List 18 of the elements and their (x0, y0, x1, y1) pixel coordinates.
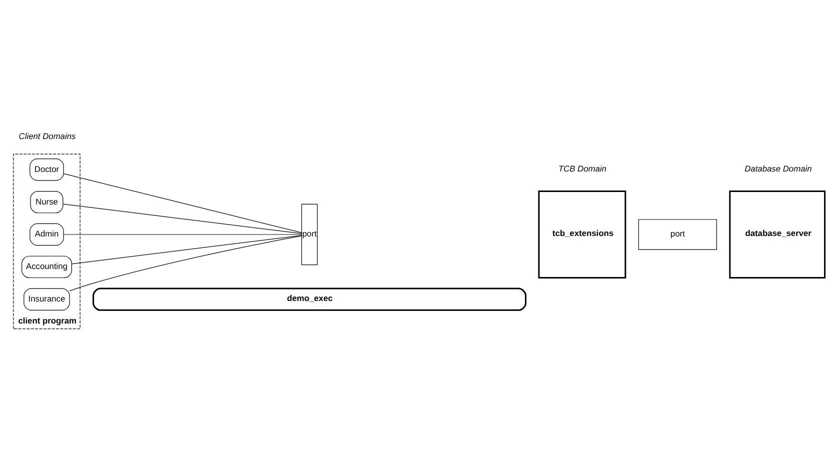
node-box: database_server (728, 190, 826, 278)
connector (62, 204, 302, 234)
node-box: Nurse (30, 190, 63, 214)
connector (68, 236, 302, 292)
label: Client Domains (18, 130, 76, 141)
connector (62, 173, 302, 234)
label: TCB Domain (558, 163, 606, 174)
node-box: Insurance (23, 288, 70, 310)
node-box: tcb_extensions (538, 190, 626, 278)
node-box: Doctor (29, 158, 64, 181)
node-box: port (300, 204, 318, 266)
connector (62, 234, 302, 235)
node-box: demo_exec (92, 288, 526, 311)
node-box: port (638, 219, 716, 250)
connector (70, 235, 302, 264)
node-box: Admin (29, 223, 64, 246)
node-box: Accounting (21, 256, 72, 278)
label: Database Domain (744, 163, 812, 174)
